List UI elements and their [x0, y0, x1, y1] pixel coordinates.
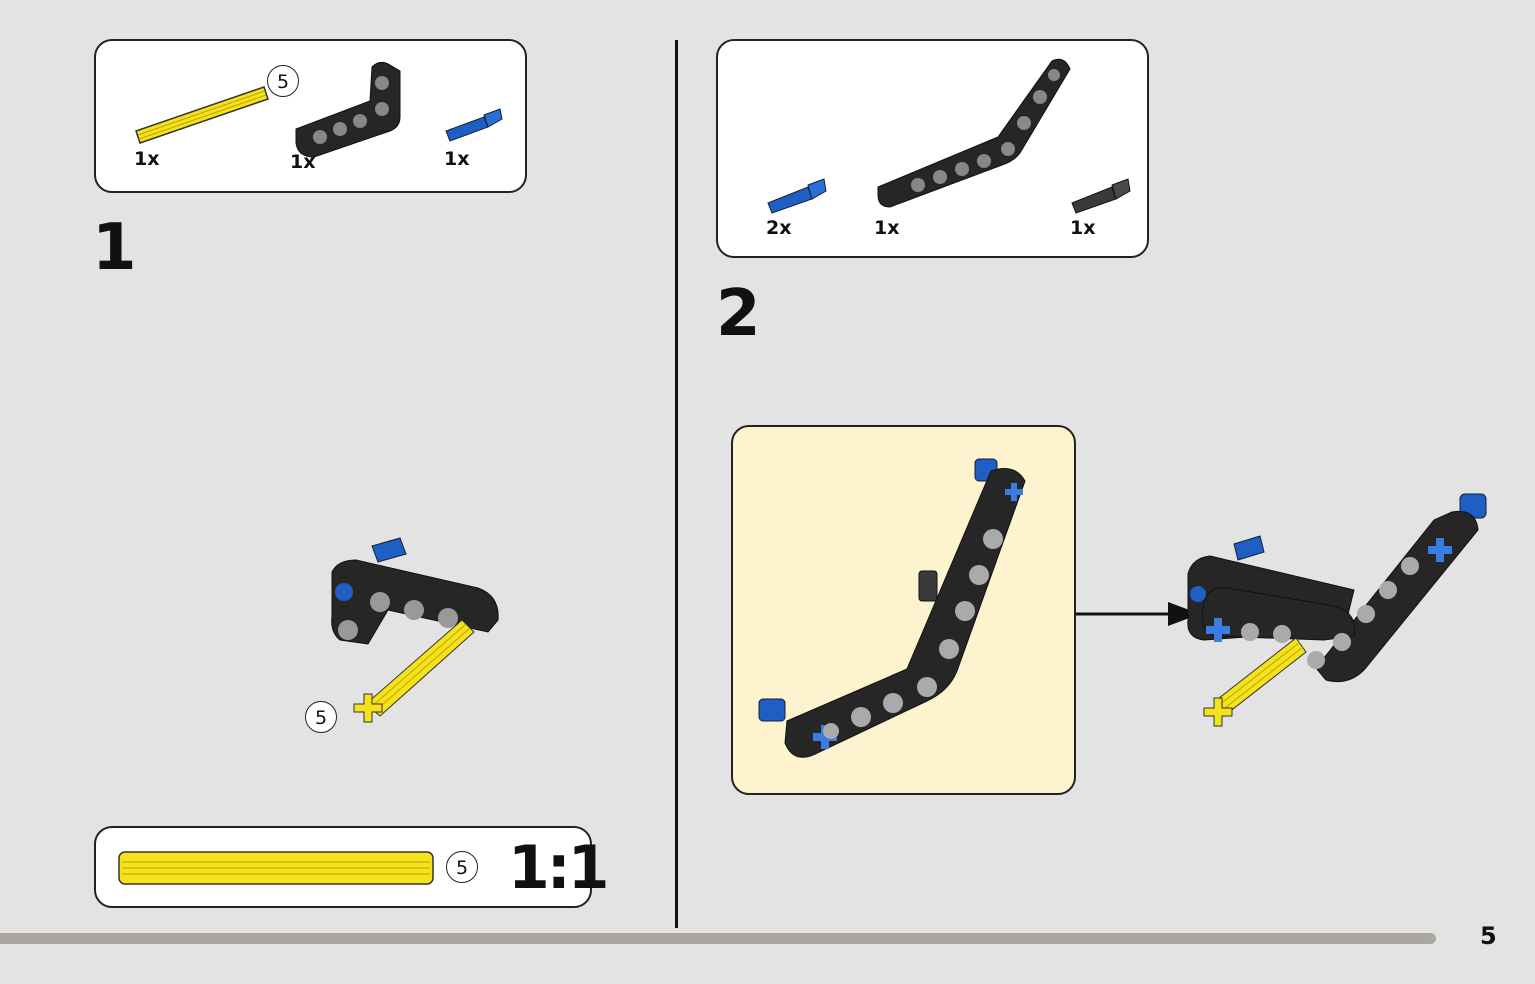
- part-qty-beam: 1x: [290, 151, 316, 173]
- axle-length-callout: 5: [267, 65, 299, 97]
- step-2-parts-list: 2x 1x 1x: [716, 39, 1149, 258]
- part-qty-pin: 1x: [444, 148, 470, 170]
- axle-scale-icon: [118, 851, 434, 885]
- step-number-2: 2: [716, 277, 761, 351]
- step-2-subassembly: [731, 425, 1076, 795]
- part-qty-blue-pin: 2x: [766, 217, 792, 239]
- placement-arrow-icon: [1076, 602, 1200, 626]
- part-qty-axle: 1x: [134, 148, 160, 170]
- column-divider: [675, 40, 678, 928]
- blue-pin-icon: [445, 108, 503, 142]
- assembly-axle-callout: 5: [305, 701, 337, 733]
- page-number: 5: [1480, 922, 1497, 950]
- blue-pin-icon: [767, 178, 827, 214]
- bent-beam-icon: [877, 58, 1071, 208]
- yellow-axle-icon: [135, 86, 269, 144]
- angled-beam-icon: [295, 61, 401, 158]
- part-qty-dark-pin: 1x: [1070, 217, 1096, 239]
- scale-length-callout: 5: [446, 851, 478, 883]
- scale-label: 1:1: [508, 833, 609, 903]
- step-1-assembly-illustration: [331, 537, 499, 723]
- page-progress-bar: [0, 933, 1436, 944]
- bent-beam-with-pins-illustration: [758, 458, 1026, 758]
- part-qty-bent-beam: 1x: [874, 217, 900, 239]
- step-number-1: 1: [92, 211, 137, 285]
- scale-ruler-box: 5 1:1: [94, 826, 609, 908]
- dark-pin-icon: [1071, 178, 1131, 214]
- step-1-parts-list: 5 1x 1x 1x: [94, 39, 527, 193]
- step-2-assembly-illustration: [1187, 493, 1487, 727]
